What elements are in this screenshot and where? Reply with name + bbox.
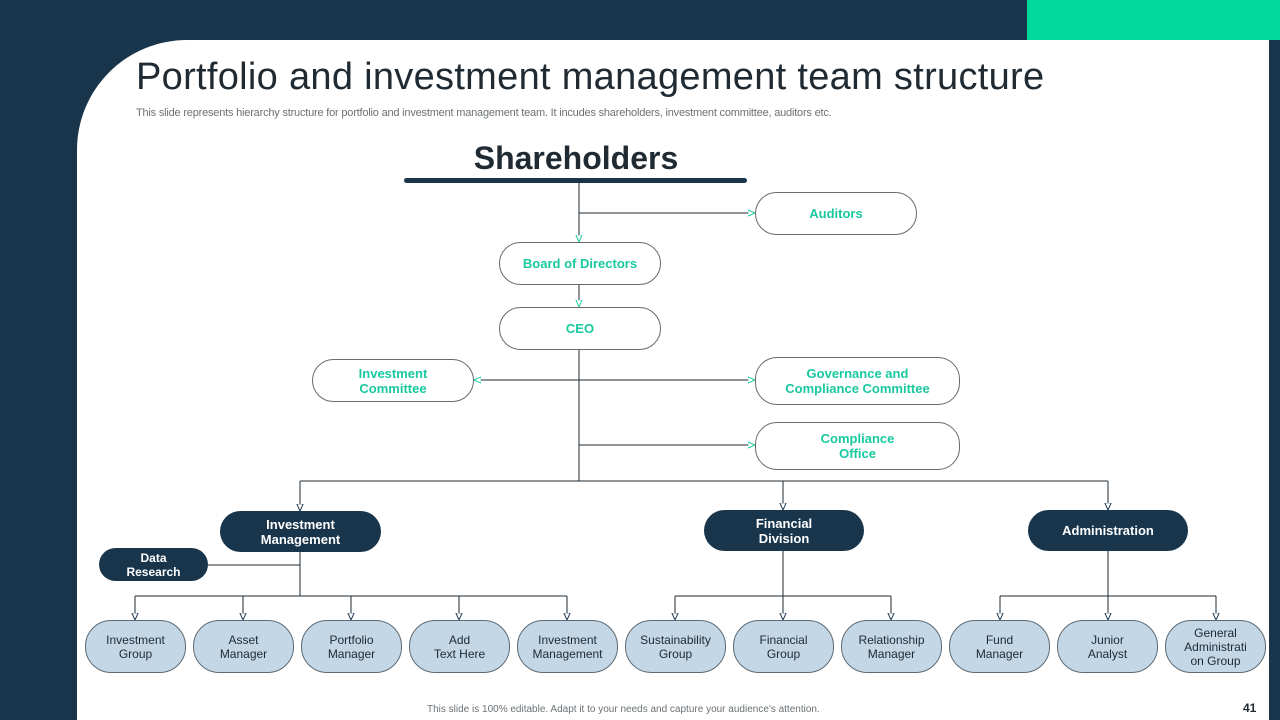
- shareholders-heading: Shareholders: [473, 140, 679, 176]
- node-fund-manager: Fund Manager: [949, 620, 1050, 673]
- node-sustainability-group: Sustainability Group: [625, 620, 726, 673]
- node-investment-committee: Investment Committee: [312, 359, 474, 402]
- node-compliance-office: Compliance Office: [755, 422, 960, 470]
- node-data-research: Data Research: [99, 548, 208, 581]
- node-board-of-directors: Board of Directors: [499, 242, 661, 285]
- node-investment-group: Investment Group: [85, 620, 186, 673]
- node-junior-analyst: Junior Analyst: [1057, 620, 1158, 673]
- node-governance-compliance-committee: Governance and Compliance Committee: [755, 357, 960, 405]
- node-relationship-manager: Relationship Manager: [841, 620, 942, 673]
- node-auditors: Auditors: [755, 192, 917, 235]
- node-financial-division: Financial Division: [704, 510, 864, 551]
- node-investment-management-child: Investment Management: [517, 620, 618, 673]
- slide-title: Portfolio and investment management team…: [136, 56, 1045, 98]
- node-financial-group: Financial Group: [733, 620, 834, 673]
- node-portfolio-manager: Portfolio Manager: [301, 620, 402, 673]
- node-add-text-here: Add Text Here: [409, 620, 510, 673]
- slide-footer: This slide is 100% editable. Adapt it to…: [427, 704, 820, 715]
- node-general-administration-group: General Administrati on Group: [1165, 620, 1266, 673]
- node-investment-management: Investment Management: [220, 511, 381, 552]
- page-number: 41: [1243, 701, 1257, 715]
- teal-accent-corner: [1027, 0, 1280, 40]
- node-ceo: CEO: [499, 307, 661, 350]
- node-administration: Administration: [1028, 510, 1188, 551]
- shareholders-underline: [404, 178, 747, 183]
- slide-subtitle: This slide represents hierarchy structur…: [136, 107, 832, 119]
- node-asset-manager: Asset Manager: [193, 620, 294, 673]
